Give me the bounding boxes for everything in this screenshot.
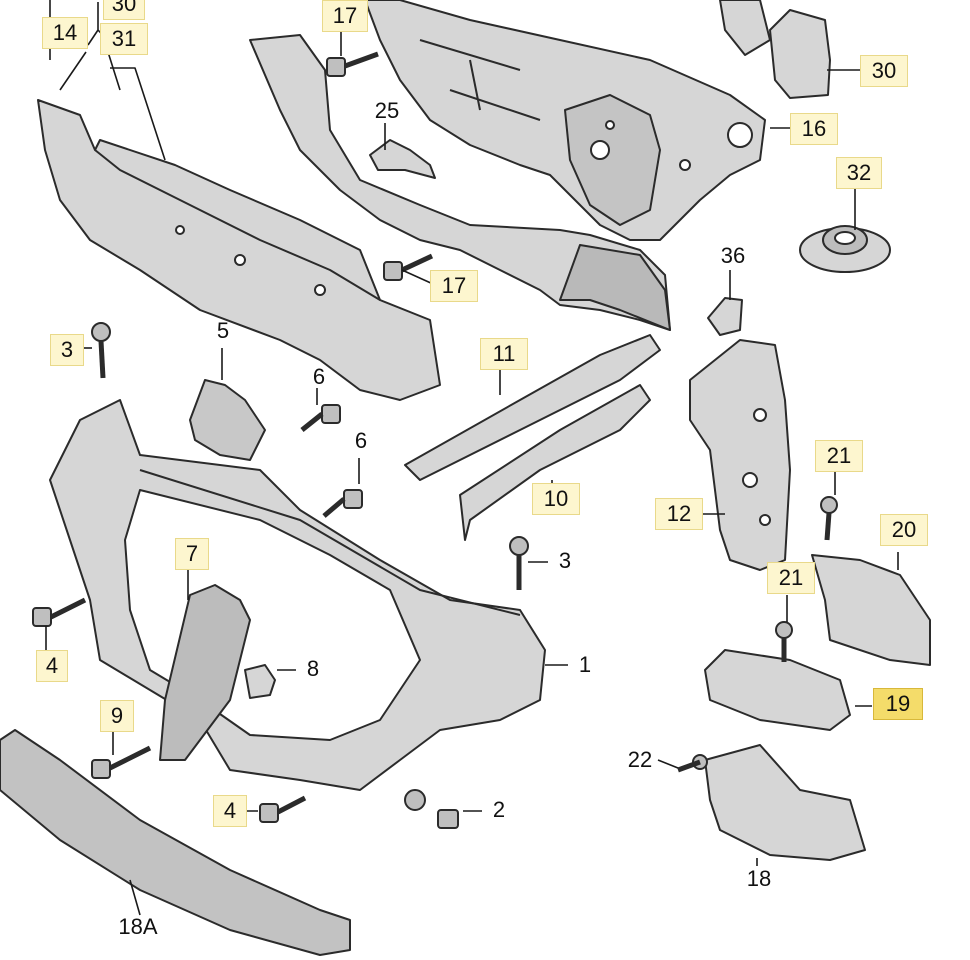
grommet-32 <box>799 225 891 273</box>
callout-7: 7 <box>175 538 209 570</box>
bolt-17b <box>383 253 434 281</box>
bracket-30 <box>719 0 831 99</box>
callout-30-top: 30 <box>103 0 145 20</box>
callout-5: 5 <box>216 318 230 343</box>
cowl-seal-strip <box>249 34 671 331</box>
callout-31: 31 <box>100 23 148 55</box>
clip-25 <box>369 139 436 179</box>
callout-12: 12 <box>655 498 703 530</box>
callout-20: 20 <box>880 514 928 546</box>
callout-3-right: 3 <box>558 548 572 573</box>
bolt-6b <box>322 489 363 518</box>
callout-19: 19 <box>873 688 923 720</box>
clip-8 <box>244 664 276 699</box>
callout-22: 22 <box>627 747 653 772</box>
callout-10: 10 <box>532 483 580 515</box>
bolt-21b <box>775 621 793 662</box>
rail-10 <box>459 384 651 541</box>
bolt-4a <box>32 597 87 627</box>
callout-1: 1 <box>578 652 592 677</box>
callout-17-mid: 17 <box>430 270 478 302</box>
callout-21-lower: 21 <box>767 562 815 594</box>
fasteners <box>32 51 838 829</box>
side-panel-12 <box>689 339 791 571</box>
bolt-6a <box>300 404 341 432</box>
air-duct-18 <box>704 744 866 861</box>
plenum-insulation-part <box>37 99 441 401</box>
callout-8: 8 <box>306 656 320 681</box>
callout-25: 25 <box>374 98 400 123</box>
callout-30-right: 30 <box>860 55 908 87</box>
callout-6-upper: 6 <box>312 364 326 389</box>
bolt-2 <box>404 789 459 829</box>
bracket-5 <box>189 379 266 461</box>
callout-21-upper: 21 <box>815 440 863 472</box>
callout-16: 16 <box>790 113 838 145</box>
callout-14: 14 <box>42 17 88 49</box>
air-guide-18A <box>0 729 351 956</box>
callout-18: 18 <box>746 866 772 891</box>
firewall-insulation-part <box>364 0 766 241</box>
callout-32: 32 <box>836 157 882 189</box>
callout-9: 9 <box>100 700 134 732</box>
rail-11 <box>404 334 661 481</box>
bolt-21a <box>820 496 838 541</box>
cover-20 <box>811 554 931 666</box>
callout-4-left: 4 <box>36 650 68 682</box>
callout-18A: 18A <box>118 914 158 939</box>
bolt-3b <box>509 536 529 590</box>
callout-2: 2 <box>492 797 506 822</box>
bolt-9 <box>91 745 152 779</box>
callout-36: 36 <box>720 243 746 268</box>
callout-3-left: 3 <box>50 334 84 366</box>
callout-6-lower: 6 <box>354 428 368 453</box>
callout-4-bottom: 4 <box>213 795 247 827</box>
clip-22 <box>677 754 708 773</box>
bolt-17a <box>326 51 379 77</box>
bolt-4b <box>259 795 307 823</box>
cover-19 <box>704 649 851 731</box>
callout-11: 11 <box>480 338 528 370</box>
center-support-bracket <box>159 584 251 761</box>
callout-17-top: 17 <box>322 0 368 32</box>
clip-36 <box>707 297 743 336</box>
bolt-3a <box>91 322 111 379</box>
